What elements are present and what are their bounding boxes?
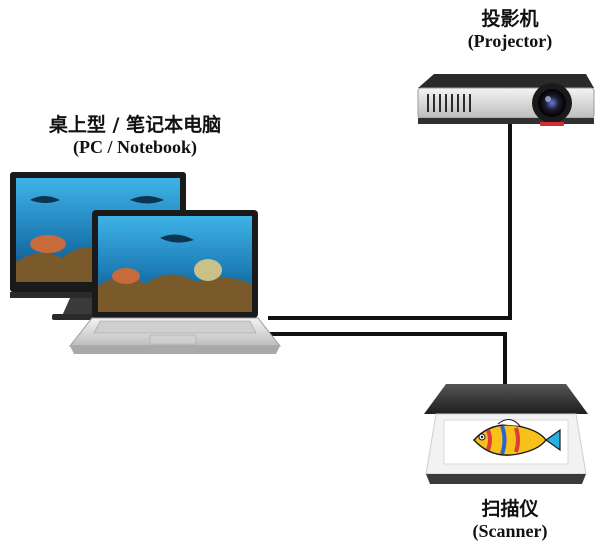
computer-label-cn: 桌上型 / 笔记本电脑 [48,114,222,136]
computer-label: 桌上型 / 笔记本电脑 (PC / Notebook) [10,114,260,158]
cable-pc-to-projector [268,124,512,320]
projector-label: 投影机 (Projector) [430,8,590,52]
projector [417,74,595,126]
scanner-label-cn: 扫描仪 [481,498,539,520]
scanner [424,384,588,484]
projector-label-en: (Projector) [467,30,553,51]
scanner-label-en: (Scanner) [472,520,548,541]
cable-pc-to-scanner [268,332,507,392]
projector-label-cn: 投影机 [481,8,539,30]
cables [268,124,512,392]
laptop [68,210,282,354]
computer-label-en: (PC / Notebook) [73,136,197,157]
fish-drawing [473,419,561,456]
laptop-keyboard [93,320,257,334]
scanner-label: 扫描仪 (Scanner) [430,498,590,542]
projector-vents [427,94,471,112]
